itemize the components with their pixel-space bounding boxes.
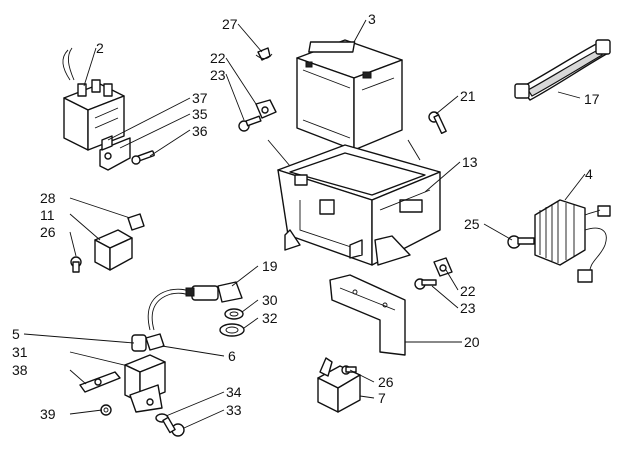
- callout-36: 36: [192, 123, 208, 139]
- battery: [296, 39, 403, 151]
- screw-23-lower: [414, 278, 437, 290]
- callout-34: 34: [226, 384, 242, 400]
- callout-32: 32: [262, 310, 278, 326]
- callout-17: 17: [584, 91, 600, 107]
- callout-4: 4: [585, 166, 593, 182]
- callout-7: 7: [378, 390, 386, 406]
- callout-2: 2: [96, 40, 104, 56]
- grommet-32: [219, 323, 245, 337]
- rubber-28: [127, 213, 145, 231]
- callout-20: 20: [464, 334, 480, 350]
- screw-33: [162, 416, 185, 437]
- callout-31: 31: [12, 344, 28, 360]
- callout-22: 22: [210, 50, 226, 66]
- callout-22-lower: 22: [460, 283, 476, 299]
- callout-37: 37: [192, 90, 208, 106]
- spark-plug-cap: [147, 281, 243, 331]
- callout-23: 23: [210, 67, 226, 83]
- callout-11: 11: [40, 207, 55, 223]
- callout-25: 25: [464, 216, 480, 232]
- relay-7: [317, 357, 361, 413]
- rubber-mount-22-upper: [255, 99, 277, 119]
- screw-21: [428, 111, 447, 135]
- grommet-30: [224, 308, 244, 320]
- screw-26-left: [70, 256, 82, 273]
- screw-36: [131, 150, 155, 165]
- callout-19: 19: [262, 258, 278, 274]
- relay: [62, 47, 131, 171]
- flasher-unit: [94, 229, 133, 271]
- callout-27: 27: [222, 16, 238, 32]
- screw-23-upper: [238, 115, 262, 132]
- callout-3: 3: [368, 11, 376, 27]
- callout-30: 30: [262, 292, 278, 308]
- clip-27: [255, 47, 273, 61]
- voltage-regulator: [534, 199, 611, 283]
- washer-39: [100, 404, 112, 416]
- leader-lines: [23, 19, 586, 429]
- callout-26-right: 26: [378, 374, 394, 390]
- callout-23-lower: 23: [460, 300, 476, 316]
- bracket-38: [79, 371, 121, 393]
- callout-13: 13: [462, 154, 478, 170]
- callout-26: 26: [40, 224, 56, 240]
- callout-33: 33: [226, 402, 242, 418]
- callout-6: 6: [228, 348, 236, 364]
- callout-35: 35: [192, 106, 208, 122]
- callout-38: 38: [12, 362, 28, 378]
- callout-21: 21: [460, 88, 476, 104]
- screw-25: [507, 235, 535, 249]
- callout-labels: 27 3 2 22 23 17 37 35 36 21 13 4 28 11 2…: [12, 11, 600, 422]
- callout-5: 5: [12, 326, 20, 342]
- support-bracket: [329, 274, 406, 356]
- callout-39: 39: [40, 406, 56, 422]
- battery-box: [277, 144, 441, 266]
- rubber-mount-22-lower: [433, 257, 453, 277]
- screw-26-right: [341, 365, 357, 375]
- callout-28: 28: [40, 190, 56, 206]
- ignition-coil: [124, 333, 166, 413]
- battery-strap: [514, 39, 611, 101]
